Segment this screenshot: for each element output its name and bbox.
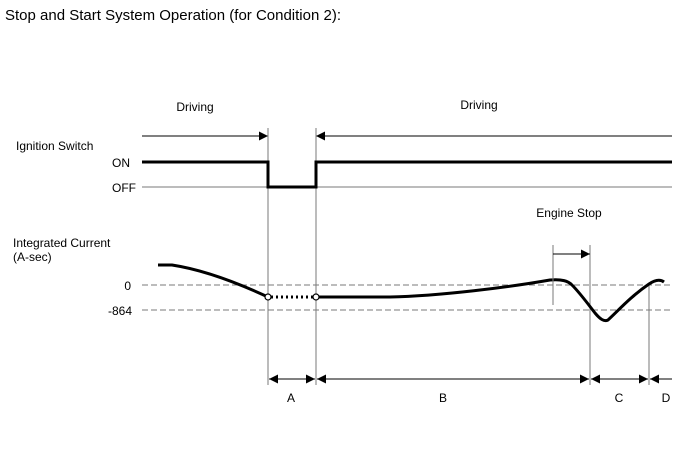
segment-a-label: A bbox=[287, 391, 295, 405]
driving-right-label: Driving bbox=[460, 98, 497, 112]
segment-d-label: D bbox=[662, 391, 671, 405]
integrated-current-unit: (A-sec) bbox=[13, 250, 52, 264]
ignition-switch-label: Ignition Switch bbox=[16, 139, 93, 153]
ignition-switch-signal bbox=[142, 160, 672, 189]
driving-left-label: Driving bbox=[176, 100, 213, 114]
segment-b-label: B bbox=[439, 391, 447, 405]
tick-neg-label: -864 bbox=[108, 304, 132, 318]
current-curve-driving bbox=[158, 263, 269, 299]
current-point-start-stop bbox=[264, 293, 272, 301]
ignition-on-label: ON bbox=[112, 156, 130, 170]
integrated-current-label: Integrated Current bbox=[13, 236, 111, 250]
diagram-title: Stop and Start System Operation (for Con… bbox=[5, 7, 341, 24]
engine-stop-label: Engine Stop bbox=[536, 206, 602, 220]
current-point-end-stop bbox=[312, 293, 320, 301]
tick-zero-label: 0 bbox=[124, 279, 131, 293]
segment-c-label: C bbox=[615, 391, 624, 405]
current-curve-recovery bbox=[316, 278, 665, 323]
ignition-off-label: OFF bbox=[112, 181, 136, 195]
